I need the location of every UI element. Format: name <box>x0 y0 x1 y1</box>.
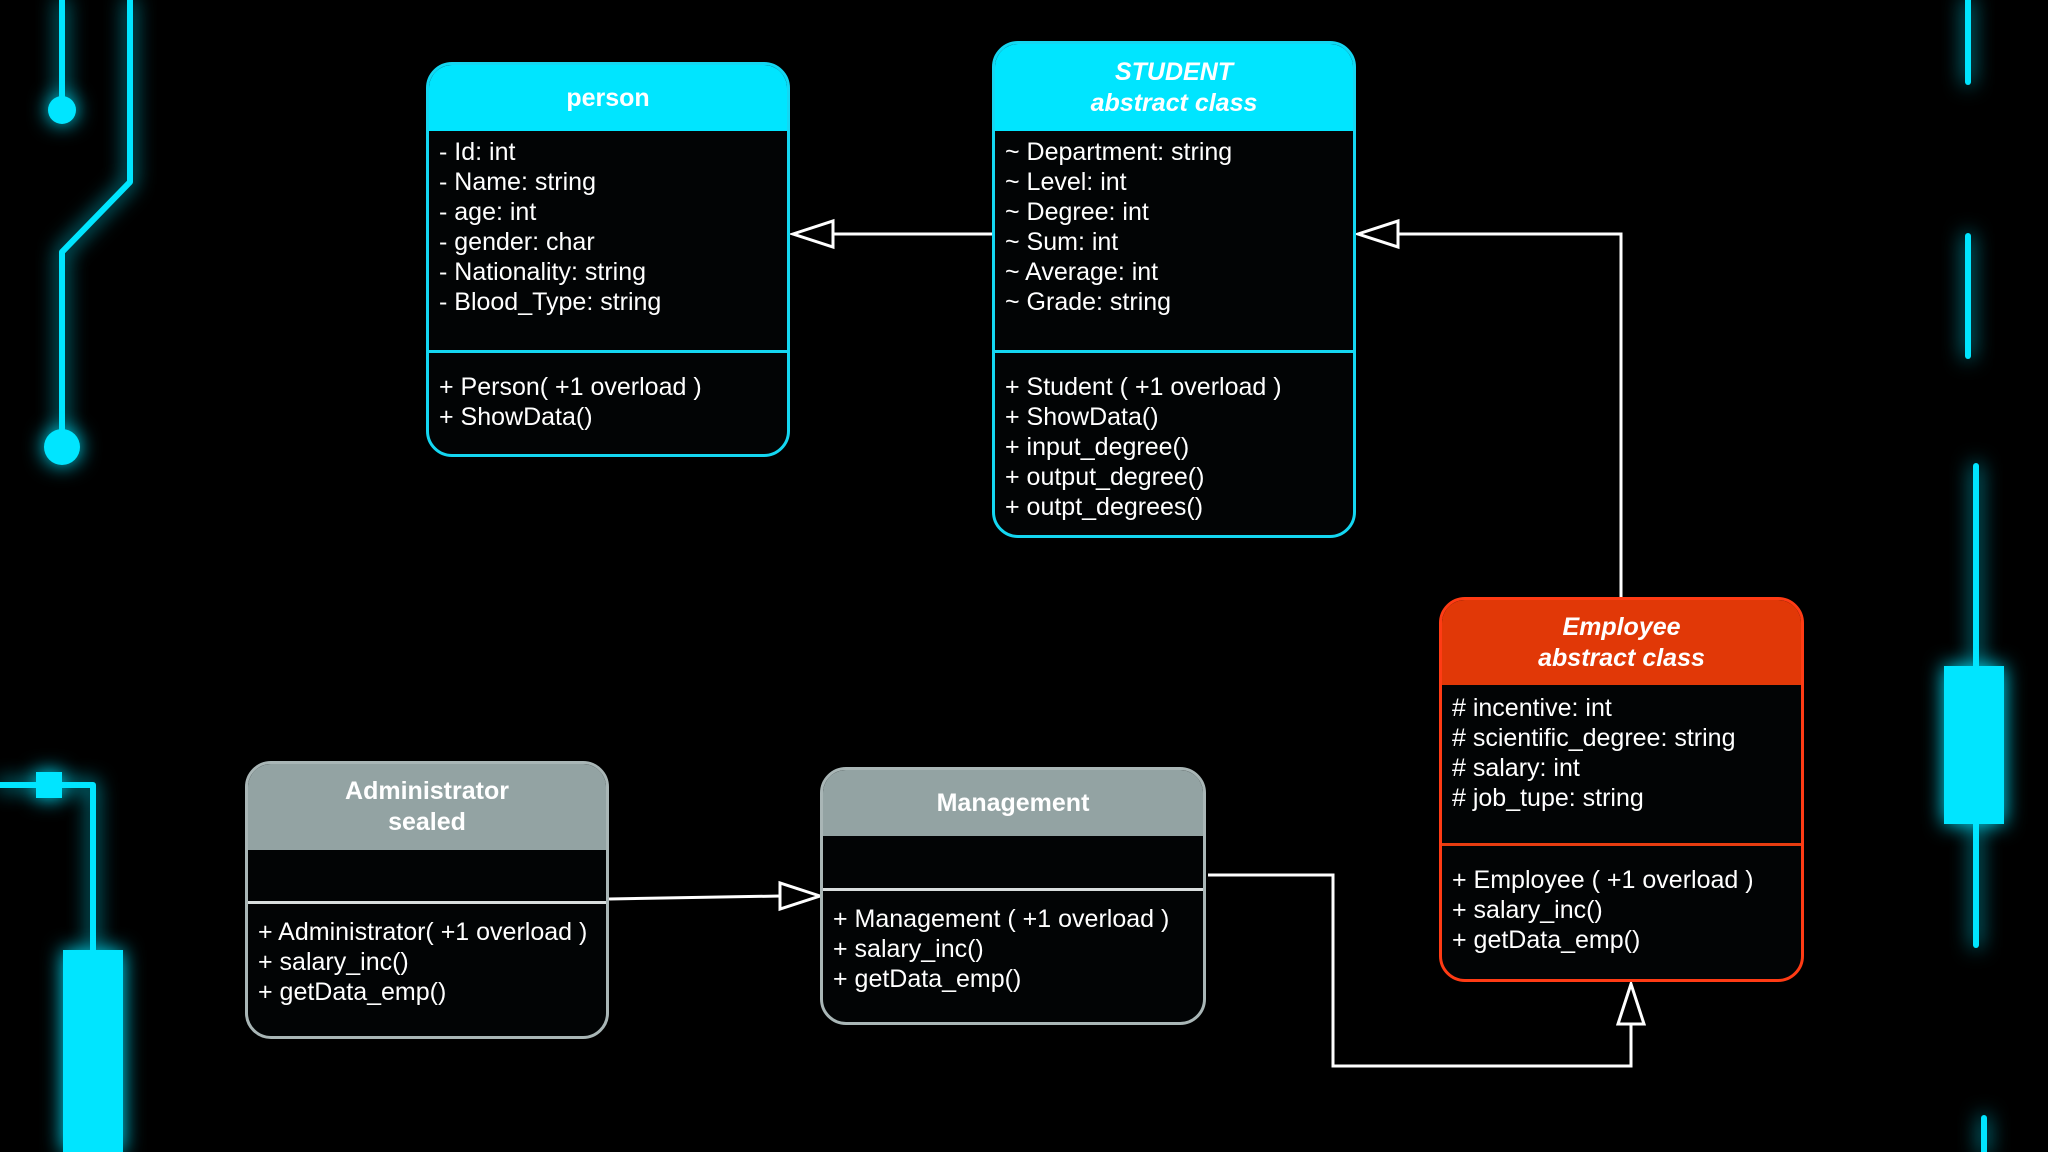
class-header: STUDENT abstract class <box>995 44 1353 131</box>
connector-management-to-employee <box>1208 873 1633 1068</box>
attribute: ~ Level: int <box>1005 168 1127 196</box>
method: + getData_emp() <box>1452 926 1641 954</box>
class-management[interactable]: Management + Management ( +1 overload ) … <box>820 767 1206 1025</box>
attributes-section <box>823 836 1203 888</box>
connector-administrator-to-management <box>608 894 781 901</box>
class-title: person <box>566 83 650 112</box>
attribute: - Name: string <box>439 168 596 196</box>
attribute: # scientific_degree: string <box>1452 724 1736 752</box>
attribute: # incentive: int <box>1452 694 1612 722</box>
methods-section: + Management ( +1 overload ) + salary_in… <box>823 888 1203 994</box>
method: + Student ( +1 overload ) <box>1005 373 1282 401</box>
circuit-node-top <box>48 96 76 124</box>
attributes-section: ~ Department: string ~ Level: int ~ Degr… <box>995 131 1353 350</box>
attribute: - gender: char <box>439 228 595 256</box>
class-stereotype: abstract class <box>1090 88 1258 117</box>
arrowhead-person <box>788 218 835 250</box>
method: + output_degree() <box>1005 463 1205 491</box>
method: + outpt_degrees() <box>1005 493 1204 521</box>
method: + ShowData() <box>439 403 593 431</box>
method: + Employee ( +1 overload ) <box>1452 866 1754 894</box>
methods-section: + Administrator( +1 overload ) + salary_… <box>248 901 606 1007</box>
method: + ShowData() <box>1005 403 1159 431</box>
method: + getData_emp() <box>258 978 447 1006</box>
attribute: ~ Degree: int <box>1005 198 1149 226</box>
class-employee[interactable]: Employee abstract class # incentive: int… <box>1439 597 1804 982</box>
class-title: Management <box>936 788 1090 817</box>
attribute: ~ Grade: string <box>1005 288 1172 316</box>
circuit-trace-left-bottom <box>0 782 96 953</box>
method: + getData_emp() <box>833 965 1022 993</box>
arrowhead-management <box>778 880 825 912</box>
connector-employee-to-student <box>1398 232 1623 597</box>
circuit-block-left <box>63 950 123 1152</box>
class-header: Management <box>823 770 1203 836</box>
attributes-section: # incentive: int # scientific_degree: st… <box>1442 685 1801 843</box>
circuit-pad-left <box>36 772 62 798</box>
class-title: STUDENT <box>1114 57 1234 86</box>
attribute: ~ Sum: int <box>1005 228 1119 256</box>
method: + Administrator( +1 overload ) <box>258 918 588 946</box>
class-title: Administrator <box>345 777 509 805</box>
class-title: Employee <box>1562 612 1681 641</box>
class-student[interactable]: STUDENT abstract class ~ Department: str… <box>992 41 1356 538</box>
methods-section: + Student ( +1 overload ) + ShowData() +… <box>995 350 1353 522</box>
method: + Person( +1 overload ) <box>439 373 702 401</box>
attribute: - Id: int <box>439 138 516 166</box>
method: + salary_inc() <box>258 948 409 976</box>
attributes-section: - Id: int - Name: string - age: int - ge… <box>429 131 787 350</box>
class-header: person <box>429 65 787 131</box>
attribute: ~ Department: string <box>1005 138 1233 166</box>
class-person[interactable]: person - Id: int - Name: string - age: i… <box>426 62 790 457</box>
attribute: - Nationality: string <box>439 258 647 286</box>
class-stereotype: sealed <box>388 808 466 836</box>
attributes-section <box>248 850 606 901</box>
class-stereotype: abstract class <box>1538 643 1705 672</box>
circuit-node-mid <box>44 429 80 465</box>
attribute: # job_tupe: string <box>1452 784 1644 812</box>
arrowhead-employee <box>1615 979 1647 1026</box>
attribute: ~ Average: int <box>1005 258 1159 286</box>
methods-section: + Person( +1 overload ) + ShowData() <box>429 350 787 432</box>
attribute: # salary: int <box>1452 754 1580 782</box>
methods-section: + Employee ( +1 overload ) + salary_inc(… <box>1442 843 1801 955</box>
class-administrator[interactable]: Administrator sealed + Administrator( +1… <box>245 761 609 1039</box>
method: + Management ( +1 overload ) <box>833 905 1170 933</box>
circuit-block-right <box>1944 666 2004 824</box>
method: + salary_inc() <box>833 935 984 963</box>
arrowhead-student <box>1353 218 1400 250</box>
method: + input_degree() <box>1005 433 1190 461</box>
circuit-trace-left-main <box>59 0 133 449</box>
class-header: Employee abstract class <box>1442 600 1801 685</box>
attribute: - Blood_Type: string <box>439 288 662 316</box>
method: + salary_inc() <box>1452 896 1603 924</box>
class-header: Administrator sealed <box>248 764 606 850</box>
attribute: - age: int <box>439 198 537 226</box>
